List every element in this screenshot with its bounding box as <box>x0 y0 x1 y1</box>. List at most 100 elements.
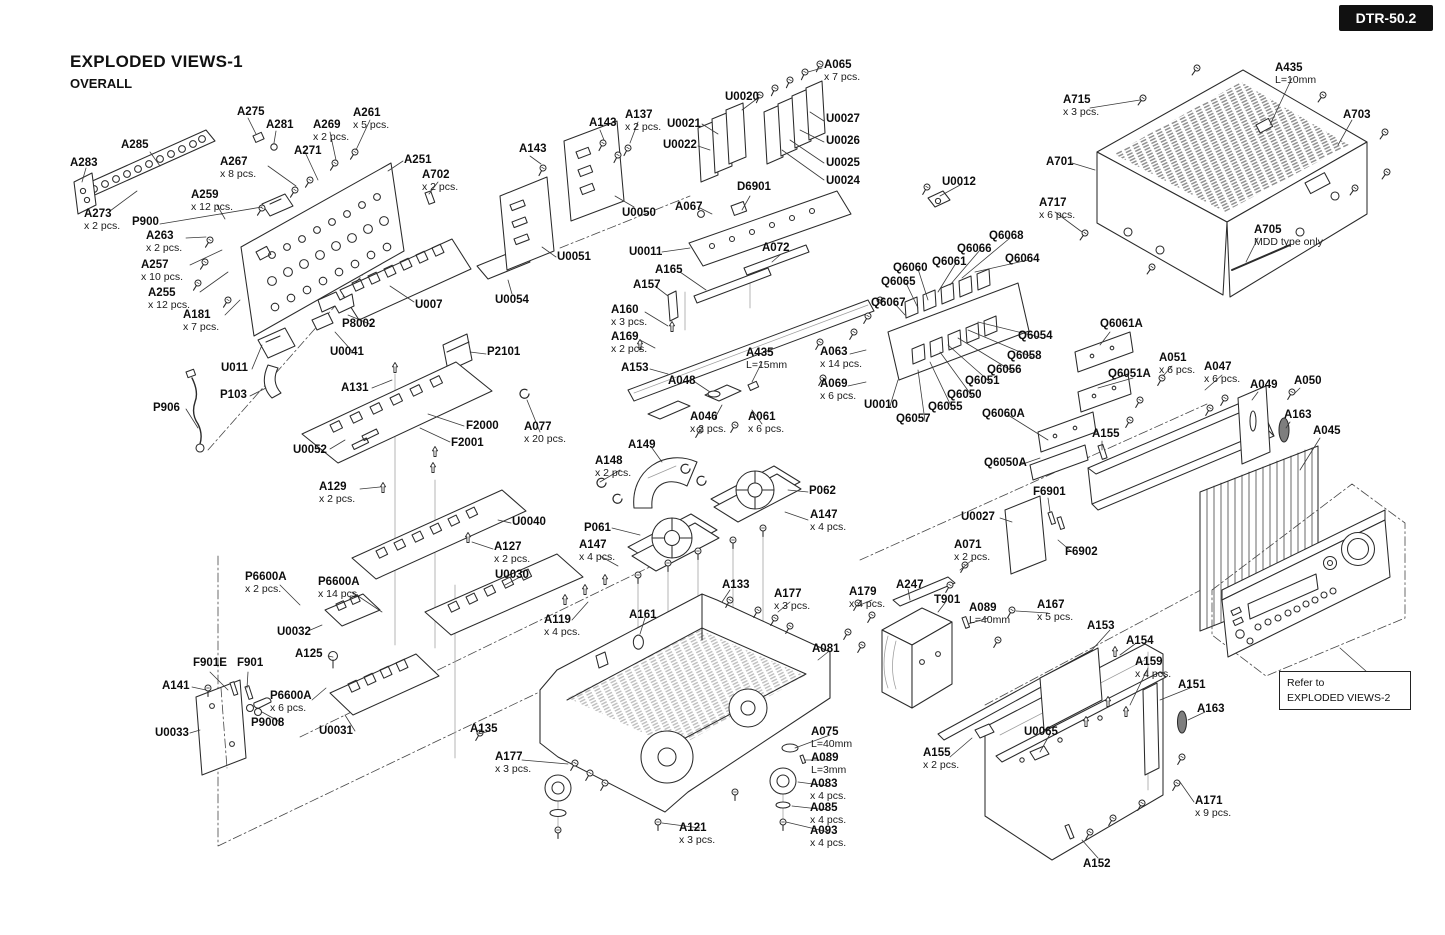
part-label-a247: A247 <box>896 579 924 591</box>
part-label-u0030: U0030 <box>495 569 529 581</box>
part-label-a131: A131 <box>341 382 369 394</box>
part-label-a283: A283 <box>70 157 98 169</box>
bracket-a049 <box>1237 385 1271 465</box>
top-cover-a701 <box>1096 69 1368 298</box>
part-label-u0052: U0052 <box>293 444 327 456</box>
leader-lines <box>81 67 1353 859</box>
part-label-t901: T901 <box>934 594 961 606</box>
part-label-f6902: F6902 <box>1065 546 1098 558</box>
board-u0032 <box>324 593 381 627</box>
part-label-a152: A152 <box>1083 858 1111 870</box>
part-label-f901e: F901E <box>193 657 227 669</box>
part-label-u0041: U0041 <box>330 346 364 358</box>
part-p9008 <box>245 703 255 713</box>
part-label-q6068: Q6068 <box>989 230 1024 242</box>
fan-p062 <box>710 465 802 523</box>
board-u0031 <box>329 653 440 716</box>
board-u007 <box>339 238 472 321</box>
part-label-q6066: Q6066 <box>957 243 992 255</box>
part-label-d6901: D6901 <box>737 181 771 193</box>
grommet-a163-bottom <box>1176 710 1188 734</box>
part-label-a050: A050 <box>1294 375 1322 387</box>
part-label-q6054: Q6054 <box>1018 330 1053 342</box>
part-label-u0031: U0031 <box>319 725 353 737</box>
part-label-q6060: Q6060 <box>893 262 928 274</box>
part-label-q6056: Q6056 <box>987 364 1022 376</box>
part-label-u0020: U0020 <box>725 91 759 103</box>
part-label-q6050: Q6050 <box>947 389 982 401</box>
part-label-p9008: P9008 <box>251 717 285 729</box>
insulator-plates <box>1029 331 1134 481</box>
clamp-u0012 <box>927 190 951 208</box>
part-label-u0027: U0027 <box>826 113 860 125</box>
part-label-a703: A703 <box>1343 109 1371 121</box>
part-label-u0040: U0040 <box>512 516 546 528</box>
part-label-a049: A049 <box>1250 379 1278 391</box>
part-label-u011: U011 <box>221 362 248 374</box>
board-u0040 <box>351 489 527 580</box>
rear-chassis <box>937 616 1188 861</box>
part-label-a141: A141 <box>162 680 190 692</box>
part-label-p906: P906 <box>153 402 180 414</box>
model-badge: DTR-50.2 <box>1339 5 1433 31</box>
part-label-q6060a: Q6060A <box>982 408 1025 420</box>
board-u0051 <box>499 176 555 271</box>
part-label-a163: A163 <box>1284 409 1312 421</box>
part-label-a125: A125 <box>295 648 323 660</box>
part-label-a154: A154 <box>1126 635 1154 647</box>
part-label-a143: A143 <box>519 143 547 155</box>
plate-a283 <box>73 172 97 215</box>
center-rails <box>627 244 875 420</box>
part-label-q6051: Q6051 <box>965 375 1000 387</box>
grommet-a163-right <box>1278 417 1290 443</box>
wire-p906 <box>185 368 205 453</box>
part-label-p2101: P2101 <box>487 346 521 358</box>
board-u0011 <box>688 190 852 267</box>
part-label-a151: A151 <box>1178 679 1206 691</box>
plate-u0033 <box>195 679 247 776</box>
part-label-a067: A067 <box>675 201 703 213</box>
part-label-f2000: F2000 <box>466 420 499 432</box>
part-label-f6901: F6901 <box>1033 486 1066 498</box>
part-label-a135: A135 <box>470 723 498 735</box>
part-label-p062: P062 <box>809 485 836 497</box>
part-label-a163: A163 <box>1197 703 1225 715</box>
transistor-board-u0010 <box>887 268 1030 381</box>
refer-note-line1: Refer to <box>1287 677 1325 689</box>
part-label-u0026: U0026 <box>826 135 860 147</box>
part-label-u0027: U0027 <box>961 511 995 523</box>
part-label-a153: A153 <box>621 362 649 374</box>
connector-strip-a285 <box>78 129 216 199</box>
part-label-q6065: Q6065 <box>881 276 916 288</box>
bracket-p103 <box>263 364 282 399</box>
part-label-q6057: Q6057 <box>896 413 931 425</box>
part-label-u0024: U0024 <box>826 175 860 187</box>
part-label-u0033: U0033 <box>155 727 189 739</box>
volume-knob <box>1340 531 1376 567</box>
